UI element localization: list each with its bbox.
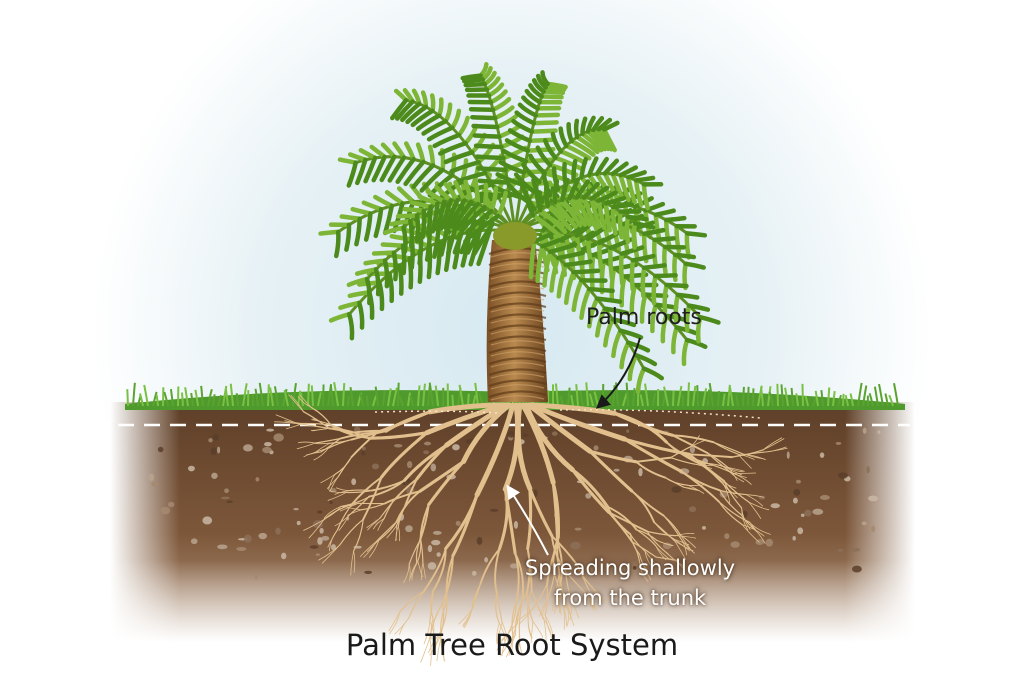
palm-fronds <box>318 62 721 395</box>
spreading-label-line-1: Spreading shallowly <box>524 556 736 580</box>
spreading-label-line-2: from the trunk <box>553 586 707 610</box>
palm-roots-label: Palm roots <box>586 305 702 330</box>
spreading-arrow <box>506 484 549 556</box>
palm-roots <box>273 394 788 666</box>
diagram-title: Palm Tree Root System <box>345 628 679 662</box>
palm-trunk <box>486 240 548 402</box>
palm-roots-arrow <box>595 337 641 409</box>
soil-pebbles <box>148 426 881 582</box>
spreading-label: Spreading shallowly from the trunk <box>505 553 755 613</box>
